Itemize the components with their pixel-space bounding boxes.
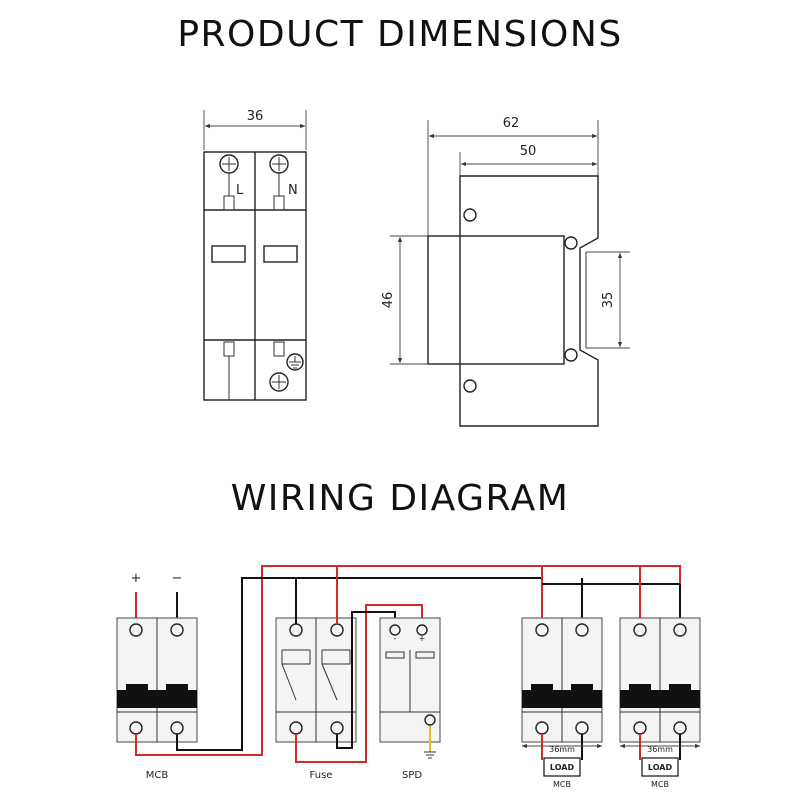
load-box-2 (641, 757, 679, 777)
spd-device (379, 617, 441, 743)
screw-icon (219, 154, 239, 196)
width-dimension-label: 36 (247, 109, 264, 124)
positive-bus-wire (135, 565, 681, 756)
wiring-diagram: + − MCB (116, 565, 701, 789)
spd-label: SPD (402, 770, 422, 781)
negative-bus-wire (176, 577, 543, 751)
minus-label: − (172, 571, 183, 586)
spd-minus-label: - (394, 634, 397, 643)
wiring-heading: WIRING DIAGRAM (230, 478, 570, 519)
indicator-window (263, 245, 298, 263)
fuse-device (275, 617, 357, 743)
fuse-to-spd-negative (336, 611, 396, 749)
rear-plate (459, 175, 599, 427)
screw-icon (269, 154, 289, 196)
width-36mm-label-2: 36mm (647, 745, 673, 754)
ground-icon (286, 353, 304, 371)
plus-label: + (131, 571, 142, 586)
width-36mm-label: 36mm (549, 745, 575, 754)
load-mcb-device (619, 617, 701, 743)
mcb-device (116, 617, 198, 743)
terminal-N-label: N (288, 183, 298, 198)
ground-icon (424, 751, 436, 759)
load-mcb-device (521, 617, 603, 743)
fuse-label: Fuse (310, 770, 333, 781)
load-mcb-label: MCB (553, 780, 571, 789)
depth-total-label: 62 (503, 116, 520, 131)
load-mcb-label-2: MCB (651, 780, 669, 789)
fuse-to-spd-positive (295, 604, 423, 763)
load-box (543, 757, 581, 777)
screw-icon (269, 372, 289, 392)
depth-body-label: 50 (520, 144, 537, 159)
mcb-label: MCB (146, 770, 169, 781)
spd-plus-label: + (419, 634, 426, 643)
indicator-window (211, 245, 246, 263)
rail-height-label: 35 (601, 292, 616, 309)
height-label: 46 (381, 292, 396, 309)
dimensions-heading: PRODUCT DIMENSIONS (177, 14, 623, 55)
load-label: LOAD (550, 763, 575, 772)
load-label-2: LOAD (648, 763, 673, 772)
terminal-L-label: L (236, 183, 244, 198)
front-block (427, 235, 565, 365)
front-view: 36 L N (203, 109, 307, 401)
side-view: 62 50 46 35 (381, 116, 630, 427)
